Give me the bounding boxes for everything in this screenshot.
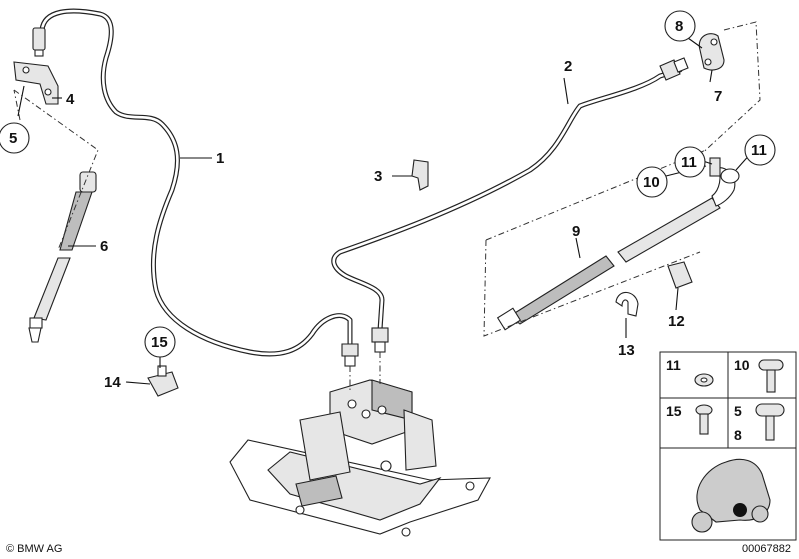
legend-8: 8	[734, 427, 742, 443]
brake-line-2[interactable]	[331, 57, 689, 353]
callout-4[interactable]: 4	[66, 91, 75, 108]
holder-14[interactable]	[147, 365, 179, 397]
callout-8[interactable]: 8	[675, 18, 683, 35]
callout-7[interactable]: 7	[714, 88, 722, 105]
leader-lines	[17, 37, 753, 385]
hex-bolt-icon	[755, 403, 785, 441]
legend-5: 5	[734, 403, 742, 419]
flange-7[interactable]	[698, 33, 725, 71]
callout-9[interactable]: 9	[572, 223, 580, 240]
legend-panel: 11 10 15 5 8	[659, 351, 797, 541]
bolt-icon	[758, 359, 784, 393]
copyright-text: © BMW AG	[6, 543, 62, 555]
hose-clamp-13[interactable]	[615, 291, 639, 317]
callout-5[interactable]: 5	[9, 130, 17, 147]
callout-13[interactable]: 13	[618, 342, 635, 359]
legend-10: 10	[734, 357, 750, 373]
abs-hydraulic-unit[interactable]	[229, 379, 491, 537]
callout-11-b[interactable]: 11	[751, 142, 767, 159]
brake-line-1[interactable]	[32, 8, 359, 367]
callout-numbers: 1 2 3 4 5 6 7 8 9 10 11 11 12 13 14 15	[9, 18, 767, 391]
image-number: 00067882	[742, 543, 791, 555]
callout-3[interactable]: 3	[374, 168, 382, 185]
callout-15[interactable]: 15	[151, 334, 168, 351]
banjo-bolt-10[interactable]	[709, 157, 721, 177]
washer-11[interactable]	[720, 168, 740, 184]
motorcycle-location-icon	[691, 458, 771, 533]
callout-11[interactable]: 11	[681, 154, 697, 171]
callout-6[interactable]: 6	[100, 238, 108, 255]
clip-12[interactable]	[667, 261, 693, 289]
assembly-lines	[13, 21, 761, 392]
bracket-4[interactable]	[13, 61, 59, 105]
legend-15: 15	[666, 403, 682, 419]
clip-3[interactable]	[411, 159, 429, 191]
callout-circles	[0, 10, 776, 358]
callout-14[interactable]: 14	[104, 374, 121, 391]
screw-icon	[695, 404, 713, 435]
brake-hose-6[interactable]	[28, 171, 97, 343]
callout-10[interactable]: 10	[643, 174, 660, 191]
legend-11: 11	[666, 357, 681, 373]
callout-1[interactable]: 1	[216, 150, 224, 167]
callout-2[interactable]: 2	[564, 58, 572, 75]
callout-12[interactable]: 12	[668, 313, 685, 330]
brake-hose-9[interactable]	[496, 167, 736, 331]
